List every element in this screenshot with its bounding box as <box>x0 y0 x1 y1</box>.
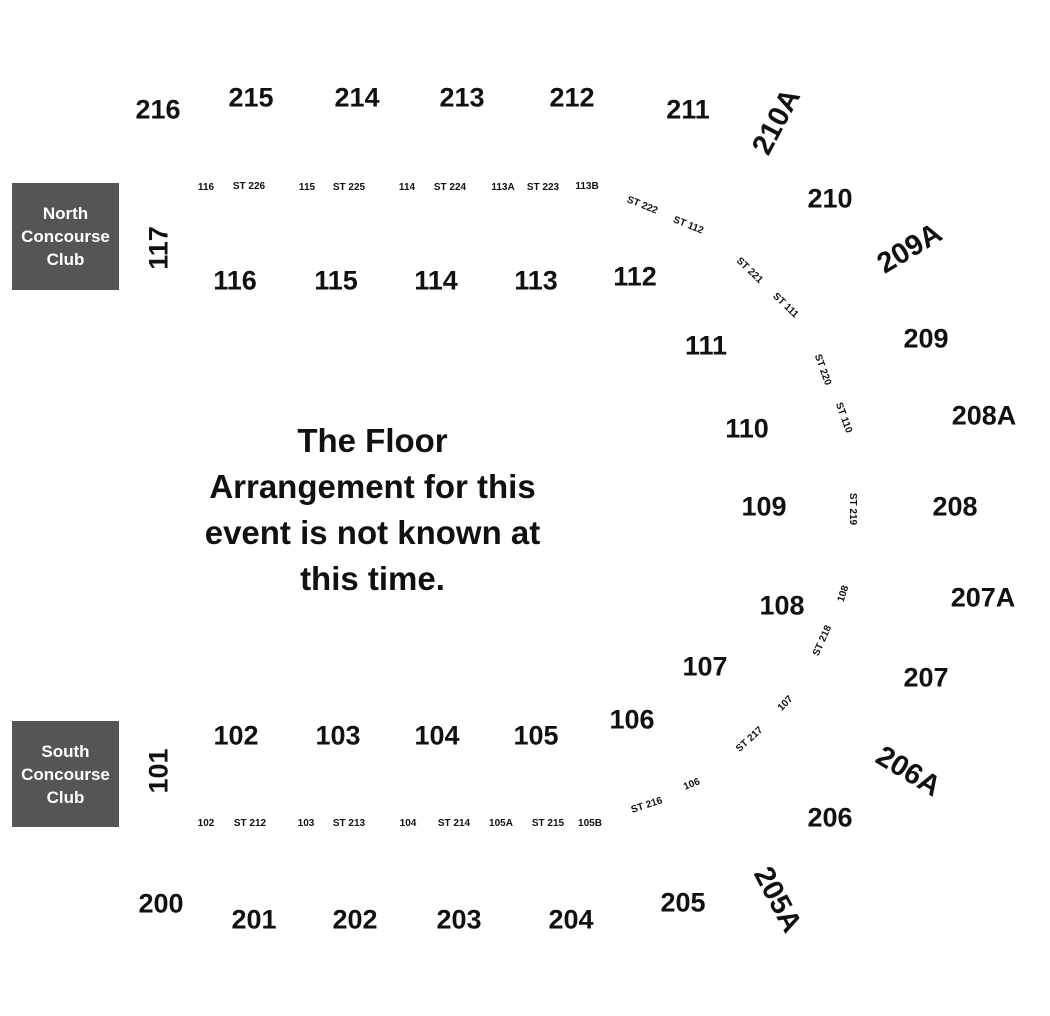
north-rail-label: 115 <box>298 182 316 193</box>
section-207a[interactable]: 207A <box>950 582 1016 613</box>
east-rail-label: ST 222 <box>625 194 660 217</box>
south-rail-label: 102 <box>197 818 215 829</box>
section-214[interactable]: 214 <box>334 82 380 113</box>
club-label-line: South <box>41 741 90 761</box>
section-102[interactable]: 102 <box>213 720 259 751</box>
north-concourse-club[interactable]: North Concourse Club <box>12 183 119 290</box>
floor-message-line: The Floor <box>297 422 448 459</box>
north-rail-label: 114 <box>398 182 416 193</box>
section-209[interactable]: 209 <box>903 323 949 354</box>
north-rail-label: ST 223 <box>526 182 560 193</box>
east-rail-label: ST 218 <box>810 623 835 658</box>
south-rail-label: ST 215 <box>531 818 565 829</box>
east-rail-label: 107 <box>775 693 796 714</box>
east-rail-label: 106 <box>682 776 702 793</box>
section-107[interactable]: 107 <box>682 651 728 682</box>
section-112[interactable]: 112 <box>613 261 657 292</box>
east-rail-label: ST 217 <box>734 724 766 755</box>
section-104[interactable]: 104 <box>414 720 460 751</box>
south-rail-label: ST 212 <box>233 818 267 829</box>
north-rail-label: ST 225 <box>332 182 366 193</box>
club-label-line: North <box>42 204 89 223</box>
section-205[interactable]: 205 <box>660 887 706 918</box>
club-label-line: Club <box>46 250 85 269</box>
section-113[interactable]: 113 <box>514 265 558 296</box>
section-115[interactable]: 115 <box>314 265 358 296</box>
section-208a[interactable]: 208A <box>951 400 1017 431</box>
east-rail-label: ST 112 <box>671 214 705 237</box>
club-label-line: Concourse <box>21 227 110 246</box>
floor-message-line: Arrangement for this <box>209 468 536 505</box>
east-rail-label: ST 111 <box>770 290 801 321</box>
section-101[interactable]: 101 <box>143 748 174 794</box>
east-rail-label: ST 220 <box>811 352 834 387</box>
east-rail-label: ST 216 <box>629 795 664 816</box>
east-rail-label: 108 <box>835 584 852 604</box>
section-213[interactable]: 213 <box>439 82 485 113</box>
south-rail-label: 104 <box>399 818 417 829</box>
south-rail-label: 105A <box>489 818 513 829</box>
south-rail-label: ST 213 <box>332 818 366 829</box>
south-rail-label: 103 <box>297 818 315 829</box>
floor-arrangement-message: The Floor Arrangement for this event is … <box>170 418 575 602</box>
section-212[interactable]: 212 <box>549 82 595 113</box>
east-rail-label: ST 110 <box>832 401 855 435</box>
section-116[interactable]: 116 <box>213 265 257 296</box>
section-204[interactable]: 204 <box>548 904 594 935</box>
section-208[interactable]: 208 <box>932 491 978 522</box>
section-111[interactable]: 111 <box>684 330 728 361</box>
section-117[interactable]: 117 <box>143 226 174 270</box>
south-rail-label: ST 214 <box>437 818 471 829</box>
section-210a[interactable]: 210A <box>746 83 807 160</box>
section-210[interactable]: 210 <box>807 183 853 214</box>
south-concourse-club[interactable]: South Concourse Club <box>12 721 119 827</box>
section-200[interactable]: 200 <box>138 888 184 919</box>
section-105[interactable]: 105 <box>513 720 559 751</box>
section-203[interactable]: 203 <box>436 904 482 935</box>
section-209a[interactable]: 209A <box>871 217 948 281</box>
section-109[interactable]: 109 <box>741 491 787 522</box>
north-rail-label: ST 226 <box>232 181 266 192</box>
south-rail-label: 105B <box>578 818 602 829</box>
north-rail-label: 116 <box>197 182 215 193</box>
east-rail-label: ST 219 <box>847 492 858 526</box>
section-201[interactable]: 201 <box>231 904 277 935</box>
section-205a[interactable]: 205A <box>747 861 808 938</box>
club-label-line: Club <box>46 787 85 807</box>
north-rail-label: 113B <box>575 181 599 192</box>
north-rail-label: 113A <box>491 182 515 193</box>
north-rail-label: ST 224 <box>433 182 467 193</box>
floor-message-line: this time. <box>300 560 445 597</box>
club-label-line: Concourse <box>21 764 110 784</box>
section-206[interactable]: 206 <box>807 802 853 833</box>
section-110[interactable]: 110 <box>725 413 769 444</box>
section-207[interactable]: 207 <box>903 662 949 693</box>
section-202[interactable]: 202 <box>332 904 378 935</box>
section-216[interactable]: 216 <box>135 94 181 125</box>
section-211[interactable]: 211 <box>666 94 710 125</box>
section-114[interactable]: 114 <box>414 265 458 296</box>
section-215[interactable]: 215 <box>228 82 274 113</box>
east-rail-label: ST 221 <box>733 255 765 286</box>
section-206a[interactable]: 206A <box>870 740 947 804</box>
section-108[interactable]: 108 <box>759 590 805 621</box>
section-106[interactable]: 106 <box>609 704 655 735</box>
section-103[interactable]: 103 <box>315 720 361 751</box>
floor-message-line: event is not known at <box>204 514 541 551</box>
